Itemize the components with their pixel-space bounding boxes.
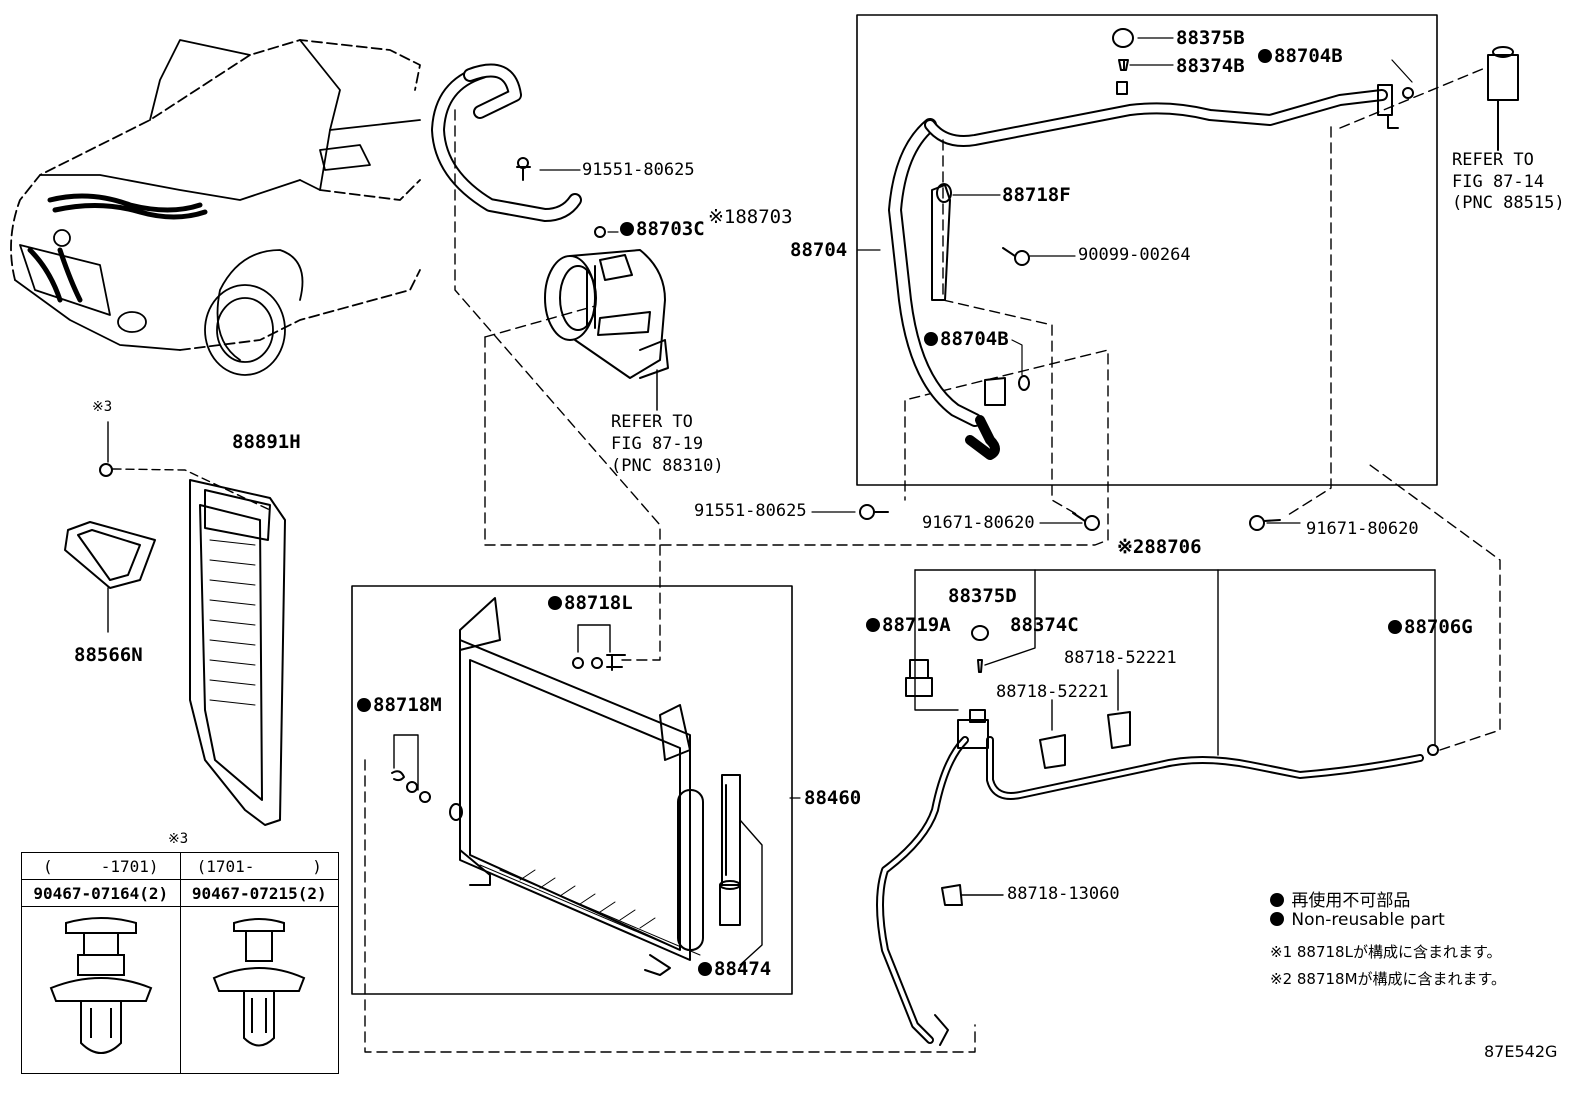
legend-nonreusable-jp: 再使用不可部品 [1270,886,1410,911]
clip-90467-07164-image [21,906,181,1074]
radiator-seal-88891h [189,479,286,826]
orings-88718m [391,734,431,803]
clip-col2-header: (1701- ) [179,852,339,880]
clip-variant-table: ( -1701) (1701- ) 90467-07164(2) 90467-0… [21,852,339,1074]
clip-90467-07215-image [179,906,339,1074]
label-88719a: 88719A [866,616,951,635]
push-clip-icon [49,917,153,1054]
label-88718-52221-lower: 88718-52221 [996,682,1109,702]
legend-jp-text: 再使用不可部品 [1291,891,1411,911]
label-88704b-mid: 88704B [924,330,1009,349]
nonreusable-dot-icon [1270,893,1284,907]
vehicle-outline [10,39,421,376]
nonreusable-dot-icon [620,222,634,236]
label-88703: ※188703 [708,206,793,228]
bolt-90099 [1002,247,1030,266]
label-88474-text: 88474 [714,958,772,980]
legend-note1: ※1 88718Lが構成に含まれます。 [1270,943,1502,961]
label-88704b-mid-text: 88704B [940,328,1009,350]
nonreusable-dot-icon [1270,912,1284,926]
label-refer-88515-line3: (PNC 88515) [1452,193,1565,213]
label-88375d: 88375D [948,585,1017,607]
legend-en-text: Non-reusable part [1291,910,1445,930]
label-88474: 88474 [698,960,771,979]
clip-col2-part: 90467-07215(2) [179,879,339,907]
nonreusable-dot-icon [924,332,938,346]
label-refer-88310-line1: REFER TO [611,412,693,432]
compressor [544,249,669,379]
label-88719a-text: 88719A [882,614,951,636]
label-88703c-text: 88703C [636,218,705,240]
label-88718f: 88718F [1002,184,1071,206]
legend-nonreusable-en: Non-reusable part [1270,910,1445,930]
condenser [449,597,741,976]
clamp-88718-52221 [1039,669,1131,769]
nonreusable-dot-icon [548,596,562,610]
push-clip-icon [212,918,306,1047]
label-88375b: 88375B [1176,27,1245,49]
pressure-switch-88719a [905,659,933,697]
label-88706g-text: 88706G [1404,616,1473,638]
label-88718m-text: 88718M [373,694,442,716]
label-88718-52221-upper: 88718-52221 [1064,648,1177,668]
label-88703c: 88703C [620,220,705,239]
bolt-91671-b [1249,515,1281,531]
nonreusable-dot-icon [357,698,371,712]
clip-col1-part: 90467-07164(2) [21,879,181,907]
expansion-valve [1487,46,1519,151]
label-88704: 88704 [790,239,848,261]
diagram-code: 87E542G [1484,1042,1558,1061]
label-88374b: 88374B [1176,55,1245,77]
label-88374c: 88374C [1010,614,1079,636]
bolt-91551-b [859,504,889,520]
clip-table-note: ※3 [168,831,189,847]
label-91671-80620-right: 91671-80620 [1306,519,1419,539]
label-refer-88310-line2: FIG 87-19 [611,434,704,454]
bolt-91671-a [1072,512,1100,531]
label-91671-80620-left: 91671-80620 [922,513,1035,533]
label-88718-13060: 88718-13060 [1007,884,1120,904]
clip-col1-header: ( -1701) [21,852,181,880]
label-88704b-top: 88704B [1258,47,1343,66]
label-91551-80625-top: 91551-80625 [582,160,695,180]
legend-note2: ※2 88718Mが構成に含まれます。 [1270,970,1507,988]
liquid-tube-88706 [876,709,1424,1046]
label-88718l: 88718L [548,594,633,613]
suction-hose-88703 [431,63,606,238]
clip-note3 [99,421,271,511]
label-90099-00264: 90099-00264 [1078,245,1191,265]
dash-compressor-box [484,336,1109,546]
label-88706: ※288706 [1117,536,1202,558]
label-88718m: 88718M [357,696,442,715]
label-88566n: 88566N [74,644,143,666]
bracket-88718f [931,183,952,301]
nonreusable-dot-icon [866,618,880,632]
label-note3-top: ※3 [92,399,113,415]
nonreusable-dot-icon [1388,620,1402,634]
clamp-88718-13060 [941,884,1004,906]
label-refer-88515-line1: REFER TO [1452,150,1534,170]
label-88460: 88460 [804,787,862,809]
label-88706g: 88706G [1388,618,1473,637]
orings-88718l [572,624,626,671]
label-refer-88310-line3: (PNC 88310) [611,456,724,476]
label-91551-80625-bottom: 91551-80625 [694,501,807,521]
box-88460 [351,585,793,995]
label-88704b-top-text: 88704B [1274,45,1343,67]
label-refer-88515-line2: FIG 87-14 [1452,172,1545,192]
label-88891h: 88891H [232,431,301,453]
duct-88566n [64,521,156,633]
nonreusable-dot-icon [1258,49,1272,63]
label-88718l-text: 88718L [564,592,633,614]
box-88704 [856,14,1438,486]
dash-hose-to-condenser [454,109,661,661]
discharge-hose-88704 [888,28,1414,460]
cap-88375d [971,625,989,673]
nonreusable-dot-icon [698,962,712,976]
